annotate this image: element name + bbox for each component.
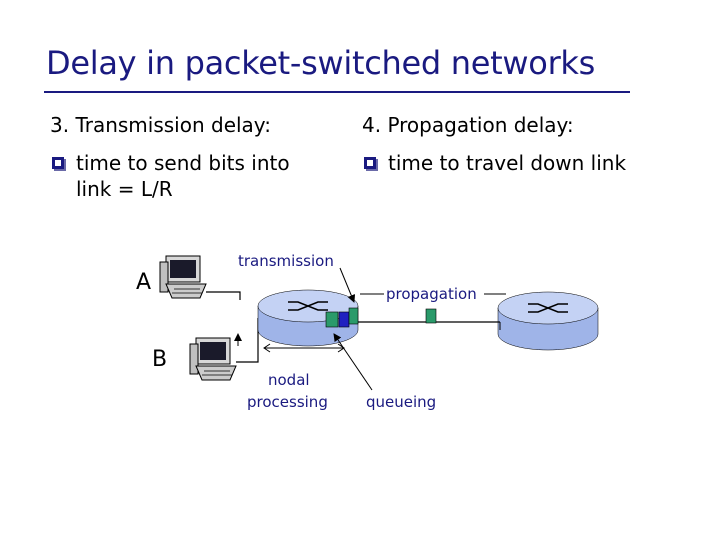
nodal-label-line2: processing (247, 393, 328, 411)
bullet-icon (52, 157, 64, 169)
transmission-delay-section: 3. Transmission delay: time to send bits… (50, 112, 350, 202)
host-a-link (206, 291, 241, 300)
bullet-text-line1: time to send bits into (76, 151, 290, 175)
host-b-label: B (152, 347, 167, 372)
propagation-delay-heading: 4. Propagation delay: (362, 113, 574, 137)
transmission-arrow (339, 267, 356, 303)
slide-title: Delay in packet-switched networks (46, 44, 596, 82)
nodal-label-line1: nodal (268, 371, 310, 389)
transmission-delay-heading: 3. Transmission delay: (50, 113, 271, 137)
queueing-arrow (333, 333, 373, 391)
title-underline (44, 91, 630, 93)
bullet-text: time to travel down link (388, 151, 627, 175)
bullet-icon (364, 157, 376, 169)
propagation-label: propagation (386, 285, 477, 303)
host-b-computer-icon (189, 337, 237, 381)
router-2-icon (497, 291, 599, 351)
queued-packet (325, 311, 339, 328)
propagation-delay-section: 4. Propagation delay: time to travel dow… (362, 112, 702, 176)
propagating-packet (425, 308, 437, 324)
leaving-packet (348, 307, 359, 325)
transmitting-packet (338, 311, 350, 328)
transmission-label: transmission (238, 252, 334, 270)
bullet-text-line2: link = L/R (76, 177, 173, 201)
transmission-delay-bullet: time to send bits into link = L/R (50, 150, 350, 202)
host-a-label: A (136, 270, 151, 295)
queueing-label: queueing (366, 393, 436, 411)
propagation-delay-bullet: time to travel down link (362, 150, 702, 176)
host-a-computer-icon (159, 255, 207, 299)
host-b-link (236, 318, 259, 363)
